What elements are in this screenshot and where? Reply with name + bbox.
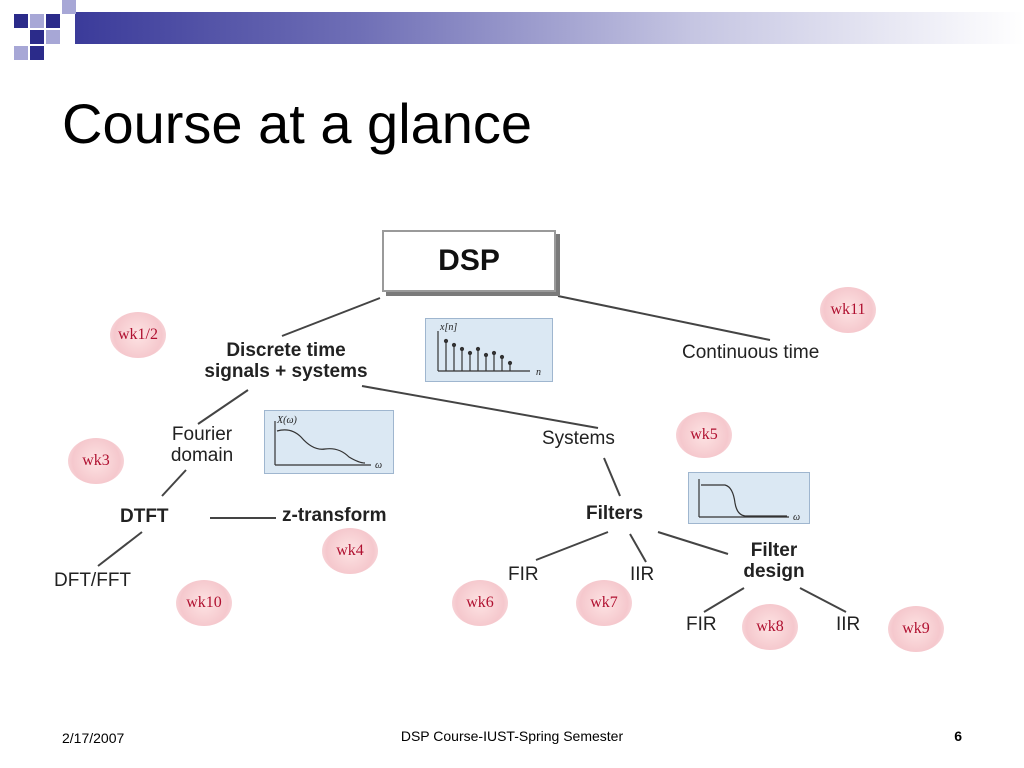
spectrum-y-label: X(ω) <box>276 415 297 426</box>
discrete-signal-x-label: n <box>536 367 541 378</box>
edge-design-fir <box>703 587 745 613</box>
filter-x-label: ω <box>793 512 800 523</box>
spectrum-x-label: ω <box>375 460 382 471</box>
header-square <box>14 46 28 60</box>
dsp-root-box: DSP <box>382 230 556 292</box>
badge-wk6: wk6 <box>452 580 508 626</box>
footer-page-number: 6 <box>954 728 962 744</box>
node-discrete-time-line1: Discrete time <box>226 340 346 361</box>
edge-dsp-discrete <box>281 297 381 337</box>
header-square <box>46 14 60 28</box>
discrete-signal-plot: x[n] n <box>425 318 553 382</box>
header-square <box>30 30 44 44</box>
badge-wk9: wk9 <box>888 606 944 652</box>
edge-dtft-dft <box>97 531 143 567</box>
edge-discrete-fourier <box>197 389 249 425</box>
node-fourier-line2: domain <box>170 445 234 467</box>
discrete-signal-plot-graphic: x[n] n <box>437 322 541 378</box>
badge-wk3: wk3 <box>68 438 124 484</box>
node-fourier-domain: Fourier domain <box>148 424 256 467</box>
node-discrete-time: Discrete time signals + systems <box>150 340 422 383</box>
badge-wk1-2: wk1/2 <box>110 312 166 358</box>
header-square <box>30 14 44 28</box>
header-square <box>30 46 44 60</box>
node-fir: FIR <box>508 564 539 585</box>
node-continuous-time: Continuous time <box>682 342 820 363</box>
badge-wk8: wk8 <box>742 604 798 650</box>
node-filter-design: Filter design <box>722 540 826 583</box>
node-filter-design-line1: Filter <box>750 540 798 561</box>
edge-discrete-systems <box>361 385 599 429</box>
spectrum-plot: X(ω) ω <box>264 410 394 474</box>
edge-filters-fir <box>535 531 609 561</box>
header-gradient-bar <box>75 12 1024 44</box>
edge-filters-design <box>657 531 729 555</box>
header-square <box>62 0 76 14</box>
filter-response-plot-graphic: ω <box>698 479 800 523</box>
header-square <box>14 14 28 28</box>
filter-response-plot: ω <box>688 472 810 524</box>
badge-wk10: wk10 <box>176 580 232 626</box>
badge-wk4: wk4 <box>322 528 378 574</box>
edge-dsp-continuous <box>557 295 771 341</box>
node-z-transform: z-transform <box>282 505 387 526</box>
footer-course-title: DSP Course-IUST-Spring Semester <box>400 728 624 744</box>
slide-title: Course at a glance <box>62 92 533 155</box>
edge-systems-filters <box>603 457 621 497</box>
edge-design-iir <box>799 587 847 613</box>
edge-filters-iir <box>629 533 647 563</box>
node-iir: IIR <box>630 564 655 585</box>
badge-wk5: wk5 <box>676 412 732 458</box>
node-dft-fft: DFT/FFT <box>54 570 132 591</box>
footer-date: 2/17/2007 <box>62 730 125 746</box>
node-filters: Filters <box>586 503 644 524</box>
node-discrete-time-line2: signals + systems <box>204 361 368 383</box>
node-dtft: DTFT <box>120 506 169 527</box>
discrete-signal-y-label: x[n] <box>439 322 457 333</box>
header-square <box>46 30 60 44</box>
spectrum-plot-graphic: X(ω) ω <box>274 415 382 471</box>
node-filter-design-line2: design <box>743 561 805 583</box>
edge-fourier-dtft <box>161 469 187 497</box>
badge-wk11: wk11 <box>820 287 876 333</box>
node-fourier-line1: Fourier <box>171 424 233 445</box>
node-design-fir: FIR <box>686 614 717 635</box>
node-design-iir: IIR <box>836 614 861 635</box>
node-systems: Systems <box>542 428 615 449</box>
badge-wk7: wk7 <box>576 580 632 626</box>
